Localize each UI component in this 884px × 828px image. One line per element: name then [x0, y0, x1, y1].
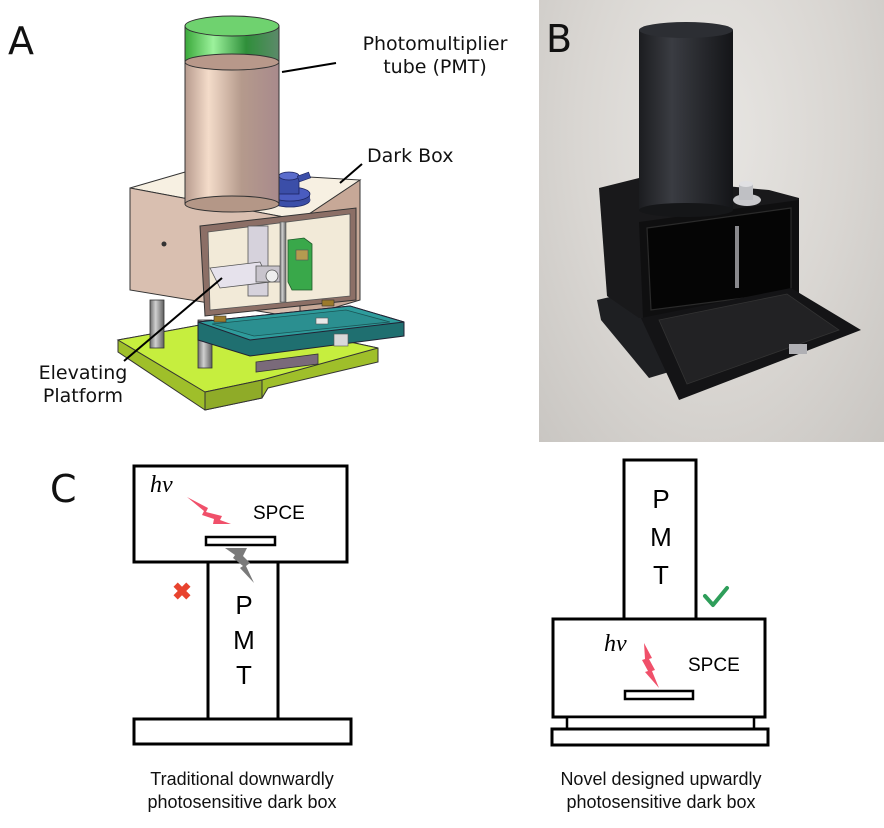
platform-leader-line — [123, 277, 223, 362]
trad-spce-slab — [204, 535, 277, 547]
novel-pmt-letter-t: T — [653, 560, 669, 590]
device-photo-render — [597, 22, 861, 400]
panel-a-label: A — [8, 19, 34, 63]
trad-base-plate — [132, 717, 353, 746]
novel-pmt-letter-m: M — [650, 522, 672, 552]
novel-spacer — [565, 715, 756, 731]
darkbox-leader-line — [339, 163, 363, 184]
platform-callout-line2: Platform — [42, 384, 124, 407]
pmt-callout: Photomultiplier tube (PMT) — [340, 33, 530, 79]
pmt-callout-line1: Photomultiplier — [362, 33, 508, 55]
elevating-platform-mechanism — [209, 221, 313, 303]
cross-icon — [173, 582, 191, 600]
trad-caption-line1: Traditional downwardly — [150, 769, 334, 789]
panel-b-label: B — [546, 17, 573, 61]
novel-caption-line1: Novel designed upwardly — [560, 769, 762, 789]
pmt-leader-line — [281, 62, 337, 73]
novel-pmt-letter-p: P — [652, 484, 670, 514]
trad-pmt-letter-m: M — [233, 625, 255, 655]
novel-dark-box — [551, 617, 767, 719]
trad-pmt-letter-p: P — [235, 590, 253, 620]
trad-light-bolt — [187, 497, 231, 524]
novel-caption: Novel designed upwardly photosensitive d… — [516, 768, 806, 814]
traditional-diagram — [132, 464, 353, 746]
novel-base-plate — [550, 727, 770, 747]
novel-hv-label: hv — [604, 631, 627, 657]
pmt-cylinder — [184, 15, 280, 213]
darkbox-callout: Dark Box — [367, 145, 454, 167]
novel-diagram — [550, 458, 770, 747]
novel-caption-line2: photosensitive dark box — [566, 792, 756, 812]
novel-light-bolt — [642, 643, 659, 688]
trad-pmt-label: P M T — [229, 588, 259, 693]
device-photo — [539, 0, 884, 442]
trad-caption-line2: photosensitive dark box — [147, 792, 337, 812]
dark-box — [129, 169, 362, 319]
novel-spce-slab — [623, 689, 695, 701]
check-icon — [703, 586, 729, 607]
novel-pmt-label: P M T — [646, 480, 676, 594]
trad-caption: Traditional downwardly photosensitive da… — [100, 768, 384, 814]
trad-hv-label: hv — [150, 472, 173, 498]
pmt-callout-line2: tube (PMT) — [383, 55, 487, 78]
trad-spce-label: SPCE — [253, 503, 305, 524]
panel-c-label: C — [50, 467, 77, 511]
trad-signal-bolt — [225, 548, 254, 583]
trad-pmt-column — [206, 560, 280, 721]
door-lid — [197, 299, 405, 373]
cad-drawing — [116, 15, 405, 411]
novel-spce-label: SPCE — [688, 655, 740, 676]
trad-pmt-letter-t: T — [236, 660, 252, 690]
post-left — [149, 299, 165, 349]
platform-callout-line1: Elevating — [38, 362, 128, 384]
platform-callout: Elevating Platform — [28, 362, 138, 408]
novel-pmt-column — [622, 458, 698, 621]
knob — [269, 171, 312, 208]
